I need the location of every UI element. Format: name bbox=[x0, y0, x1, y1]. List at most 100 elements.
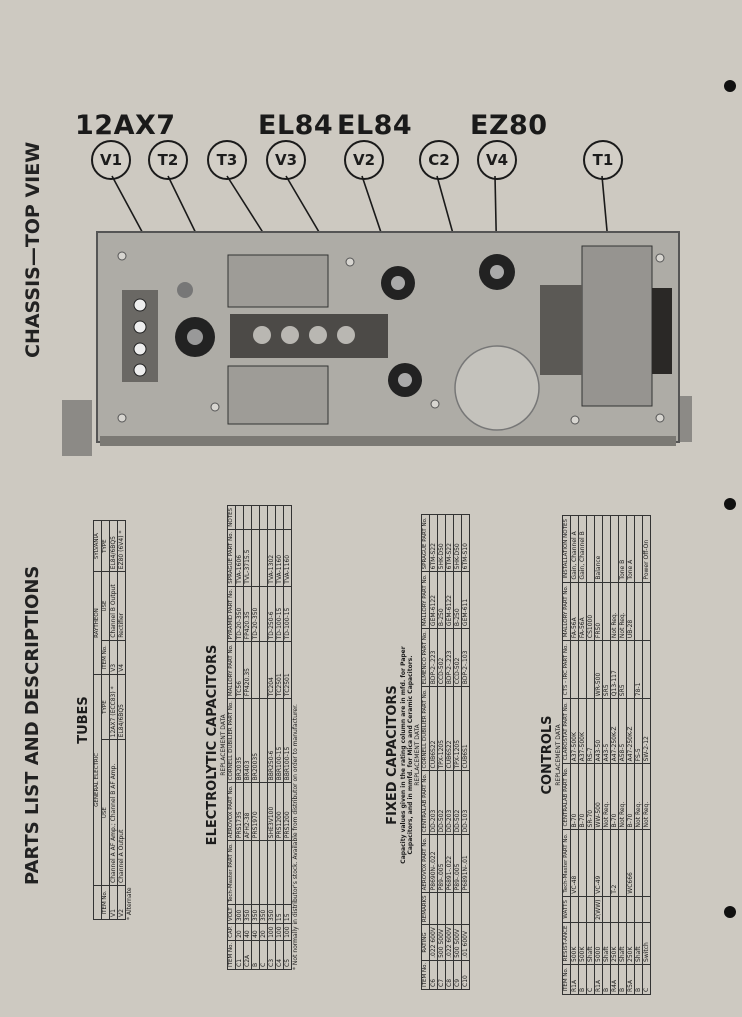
table-cell bbox=[243, 840, 252, 905]
table-cell: TVA-1302 bbox=[267, 529, 276, 587]
table-header: SPRAGUE PART No. bbox=[421, 514, 430, 572]
table-cell: .022 600V bbox=[429, 924, 438, 961]
table-cell bbox=[251, 641, 260, 699]
table-cell bbox=[235, 840, 244, 905]
table-cell: 100 bbox=[275, 923, 284, 941]
table-cell: 350 bbox=[259, 904, 268, 924]
table-cell: C2A bbox=[243, 940, 252, 970]
table-cell: 78-1 bbox=[634, 640, 643, 699]
electrolytic-section: ELECTROLYTIC CAPACITORS REPLACEMENT DATA… bbox=[205, 505, 299, 970]
table-cell: Rectifier bbox=[117, 571, 126, 641]
table-cell bbox=[259, 529, 268, 587]
table-cell: 300 bbox=[235, 904, 244, 924]
table-cell: TC2501 bbox=[283, 641, 292, 699]
table-cell: 12AX7 (ECC83) * bbox=[109, 674, 118, 740]
callout-t2-label: T2 bbox=[157, 151, 179, 169]
table-cell bbox=[267, 505, 276, 530]
table-header: CAP. bbox=[227, 923, 236, 941]
table-cell: C7 bbox=[437, 960, 446, 990]
table-cell: B bbox=[251, 940, 260, 970]
table-cell: R4A bbox=[610, 964, 619, 995]
table-cell: 15 bbox=[275, 904, 284, 924]
table-cell bbox=[445, 892, 454, 925]
table-cell: TVA-1160 bbox=[283, 529, 292, 587]
table-cell: BDP-2-.103 bbox=[461, 628, 470, 687]
table-cell: TC56 bbox=[235, 641, 244, 699]
table-cell: A47-250K-Z bbox=[626, 698, 635, 764]
table-cell: Channel B Output bbox=[109, 571, 118, 641]
table-cell bbox=[570, 896, 579, 923]
capacitor-c2 bbox=[454, 345, 540, 431]
table-cell: B bbox=[618, 964, 627, 995]
table-cell: Not Req. bbox=[634, 763, 643, 830]
table-header: MALLORY PART No. bbox=[227, 641, 236, 699]
table-header: SPRAGUE PART No. bbox=[227, 529, 236, 587]
table-cell: V3 bbox=[109, 640, 118, 675]
table-cell: C6 bbox=[429, 960, 438, 990]
table-cell bbox=[251, 505, 260, 530]
table-cell: TC2501 bbox=[275, 641, 284, 699]
table-cell: B-250 bbox=[437, 571, 446, 629]
table-header: ITEM No. bbox=[562, 964, 571, 995]
table-cell: TVL-3715.5 bbox=[243, 529, 252, 587]
table-cell: P89-.005 bbox=[437, 835, 446, 893]
table-cell: 15 bbox=[283, 904, 292, 924]
table-cell bbox=[461, 892, 470, 925]
table-cell: Channel A Output bbox=[117, 739, 126, 886]
table-cell: 6TM-S10 bbox=[461, 514, 470, 572]
table-cell: R1A bbox=[594, 964, 603, 995]
table-cell: CS1000 bbox=[586, 582, 595, 641]
callout-c2: C2 bbox=[419, 140, 459, 180]
table-cell bbox=[578, 829, 587, 897]
table-cell: Not Req. bbox=[618, 582, 627, 641]
table-cell bbox=[275, 840, 284, 905]
table-cell: BR20035 bbox=[251, 698, 260, 783]
fixed-section: FIXED CAPACITORS Capacity values given i… bbox=[385, 514, 470, 990]
table-cell: SW-2-12 bbox=[642, 698, 651, 764]
table-header: WATTS bbox=[562, 896, 571, 923]
table-cell: BBR100-15 bbox=[275, 698, 284, 783]
table-cell: GEM-611 bbox=[461, 571, 470, 629]
table-cell bbox=[602, 582, 611, 641]
callout-t1-label: T1 bbox=[592, 151, 614, 169]
transformer-t2 bbox=[227, 365, 329, 425]
table-cell bbox=[586, 515, 595, 583]
callout-t2: T2 bbox=[148, 140, 188, 180]
table-header: CENTRALAB PART No. bbox=[421, 770, 430, 835]
table-cell: Not Req. bbox=[610, 582, 619, 641]
table-cell bbox=[259, 505, 268, 530]
fixed-table: ITEM No. RATING REMARKS AEROVOX PART No.… bbox=[421, 514, 470, 990]
table-cell: B-70 bbox=[610, 763, 619, 830]
table-cell: PRS1200 bbox=[283, 782, 292, 841]
chassis-photo bbox=[62, 175, 692, 456]
table-cell: R5A bbox=[626, 964, 635, 995]
table-cell: Not Req. bbox=[602, 763, 611, 830]
table-cell bbox=[610, 515, 619, 583]
table-cell: P8690N-.022 bbox=[429, 835, 438, 893]
table-header: AEROVOX PART No. bbox=[421, 835, 430, 893]
table-cell: Shaft bbox=[618, 922, 627, 965]
table-cell: R1A bbox=[570, 964, 579, 995]
table-cell: DD-502 bbox=[453, 770, 462, 835]
table-cell: SR5 bbox=[618, 640, 627, 699]
left-bracket bbox=[62, 400, 92, 456]
tubes-col-item: ITEM No. bbox=[101, 885, 110, 920]
table-cell: BDP-2-.223 bbox=[429, 628, 438, 687]
table-cell: BBR100-15 bbox=[283, 698, 292, 783]
parts-list-title: PARTS LIST AND DESCRIPTIONS bbox=[22, 565, 43, 885]
tubes-section: TUBES GENERAL ELECTRIC RAYTHEON SYLVANIA… bbox=[76, 520, 133, 920]
table-cell: A43-5 bbox=[602, 698, 611, 764]
table-cell: Shaft bbox=[634, 922, 643, 965]
table-cell: 5HK-D50 bbox=[453, 514, 462, 572]
table-cell: BR403 bbox=[243, 698, 252, 783]
table-header: Tech-Master PART No. bbox=[227, 840, 236, 905]
table-cell: TPX-1205 bbox=[437, 686, 446, 771]
table-cell: 500 500V bbox=[437, 924, 446, 961]
table-header: INSTALLATION NOTES bbox=[562, 515, 571, 583]
